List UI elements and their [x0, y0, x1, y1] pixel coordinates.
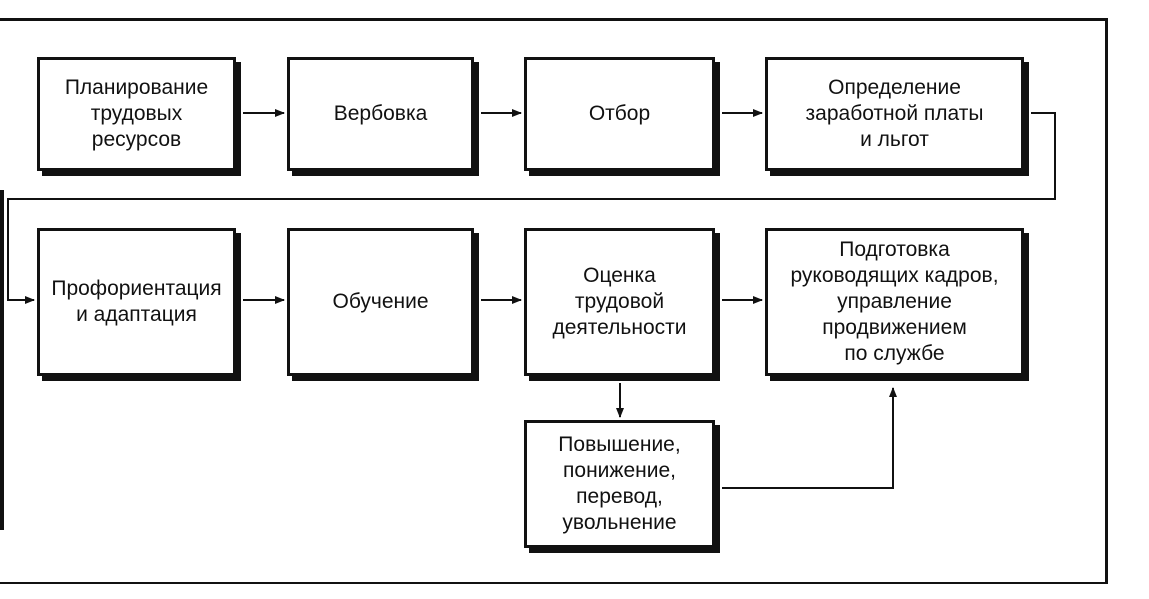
frame-right-line — [1105, 18, 1108, 584]
box-management-development: Подготовка руководящих кадров, управлени… — [765, 228, 1024, 376]
box-training: Обучение — [287, 228, 474, 376]
box-orientation: Профориентация и адаптация — [37, 228, 236, 376]
box-recruiting: Вербовка — [287, 57, 474, 171]
arrow-promotion-management — [722, 387, 897, 489]
box-performance-appraisal: Оценка трудовой деятельности — [524, 228, 715, 376]
frame-bottom-line — [0, 582, 1108, 584]
frame-top-line — [0, 18, 1108, 21]
box-selection: Отбор — [524, 57, 715, 171]
frame-left-line — [0, 190, 4, 530]
box-workforce-planning: Планирование трудовых ресурсов — [37, 57, 236, 171]
box-promotion-transfer: Повышение, понижение, перевод, увольнени… — [524, 420, 715, 548]
arrow-compensation-orientation — [7, 112, 1056, 304]
box-compensation: Определение заработной платы и льгот — [765, 57, 1024, 171]
